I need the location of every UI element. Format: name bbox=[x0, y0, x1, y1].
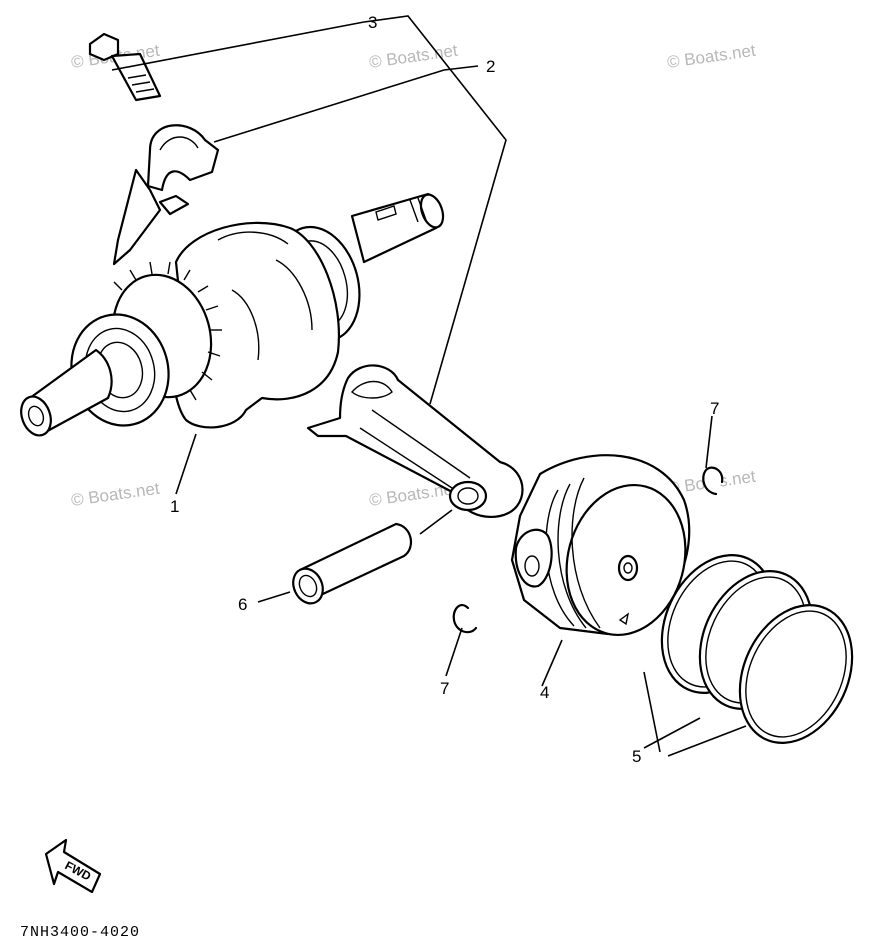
drawing-code: 7NH3400-4020 bbox=[20, 924, 140, 941]
callout-piston-rings: 5 bbox=[632, 747, 641, 766]
watermark: © Boats.net bbox=[70, 479, 161, 510]
callout-crankshaft: 1 bbox=[170, 497, 179, 516]
callout-clip-right: 7 bbox=[710, 399, 719, 418]
connecting-rod bbox=[306, 364, 524, 518]
crankshaft bbox=[20, 192, 445, 437]
callout-bearing-cap: 2 bbox=[486, 57, 495, 76]
callout-piston-pin: 6 bbox=[238, 595, 247, 614]
bearing-cap bbox=[112, 124, 220, 266]
watermark: © Boats.net bbox=[666, 41, 757, 72]
piston-pin-clip-left bbox=[452, 604, 478, 634]
callout-piston: 4 bbox=[540, 683, 549, 702]
piston-pin bbox=[292, 522, 413, 605]
leader-lines bbox=[111, 15, 747, 757]
watermark: © Boats.net bbox=[368, 41, 459, 72]
bolt bbox=[88, 32, 162, 102]
piston-rings bbox=[660, 554, 854, 744]
piston bbox=[510, 454, 691, 637]
callout-clip-left: 7 bbox=[440, 679, 449, 698]
fwd-arrow-icon: FWD bbox=[44, 838, 102, 894]
piston-pin-clip-right bbox=[702, 466, 724, 496]
callout-bolt: 3 bbox=[368, 13, 377, 32]
